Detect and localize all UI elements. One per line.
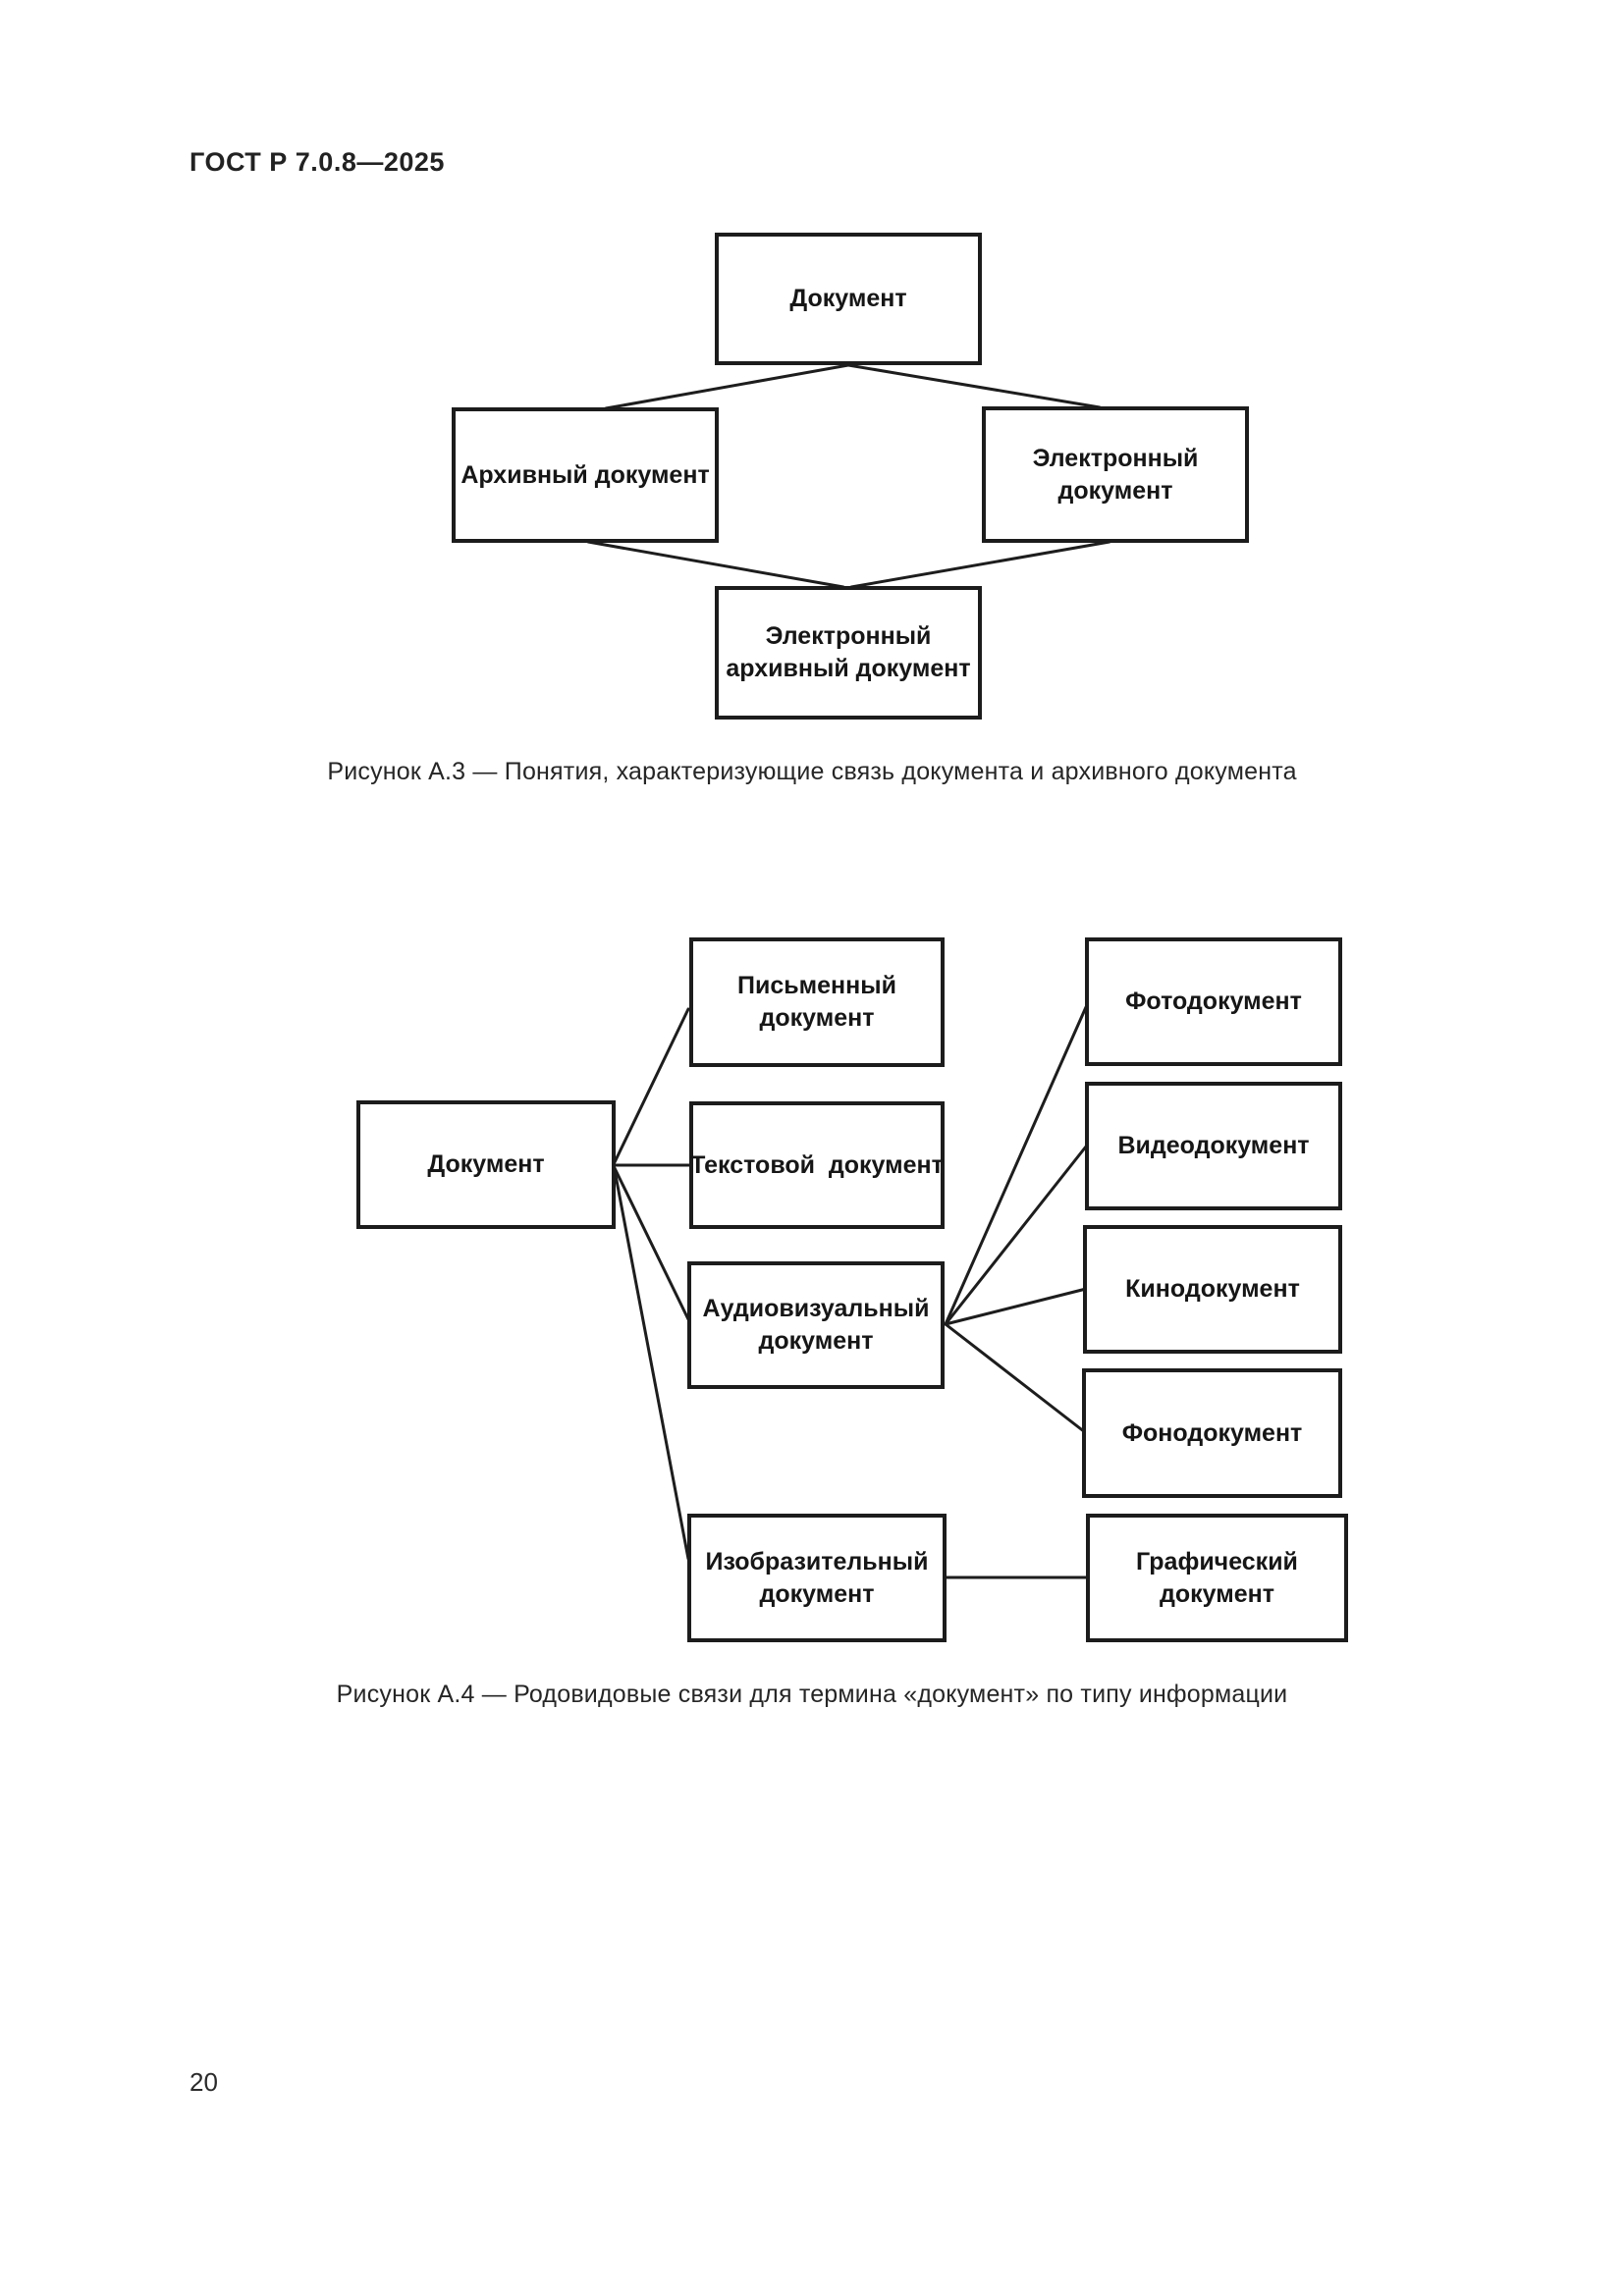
- node-video-document: Видеодокумент: [1085, 1082, 1342, 1210]
- connector-line: [944, 1145, 1088, 1326]
- node-document: Документ: [715, 233, 982, 365]
- node-graphic-document: Графический документ: [1086, 1514, 1348, 1642]
- node-photo-document: Фотодокумент: [1085, 937, 1342, 1066]
- figure-a3-connectors: [586, 363, 1111, 589]
- standard-code-header: ГОСТ Р 7.0.8—2025: [189, 147, 445, 177]
- node-audiovisual-document: Аудиовизуальный документ: [687, 1261, 945, 1389]
- figure-a4-caption: Рисунок А.4 — Родовидовые связи для терм…: [336, 1681, 1288, 1708]
- connector-line: [944, 1005, 1088, 1326]
- page-number: 20: [189, 2067, 218, 2097]
- connector-line: [846, 363, 1102, 409]
- node-written-document: Письменный документ: [689, 937, 945, 1067]
- connector-line: [944, 1287, 1088, 1326]
- node-phono-document: Фонодокумент: [1082, 1368, 1342, 1498]
- node-electronic-archival-document: Электронный архивный документ: [715, 586, 982, 720]
- node-text-document: Текстовой документ: [689, 1101, 945, 1229]
- figure-a3-caption: Рисунок А.3 — Понятия, характеризующие с…: [327, 758, 1297, 785]
- figure-a4-connectors: [613, 1005, 1089, 1579]
- connector-line: [586, 540, 845, 589]
- connector-line: [613, 1168, 690, 1561]
- node-electronic-document: Электронный документ: [982, 406, 1249, 543]
- node-pictorial-document: Изобразительный документ: [687, 1514, 947, 1642]
- connector-line: [849, 540, 1111, 589]
- connector-line: [613, 1007, 690, 1164]
- node-document: Документ: [356, 1100, 616, 1229]
- connector-line: [604, 363, 850, 410]
- node-archival-document: Архивный документ: [452, 407, 719, 543]
- connector-line: [944, 1322, 1087, 1434]
- connector-line: [613, 1166, 690, 1321]
- node-film-document: Кинодокумент: [1083, 1225, 1342, 1354]
